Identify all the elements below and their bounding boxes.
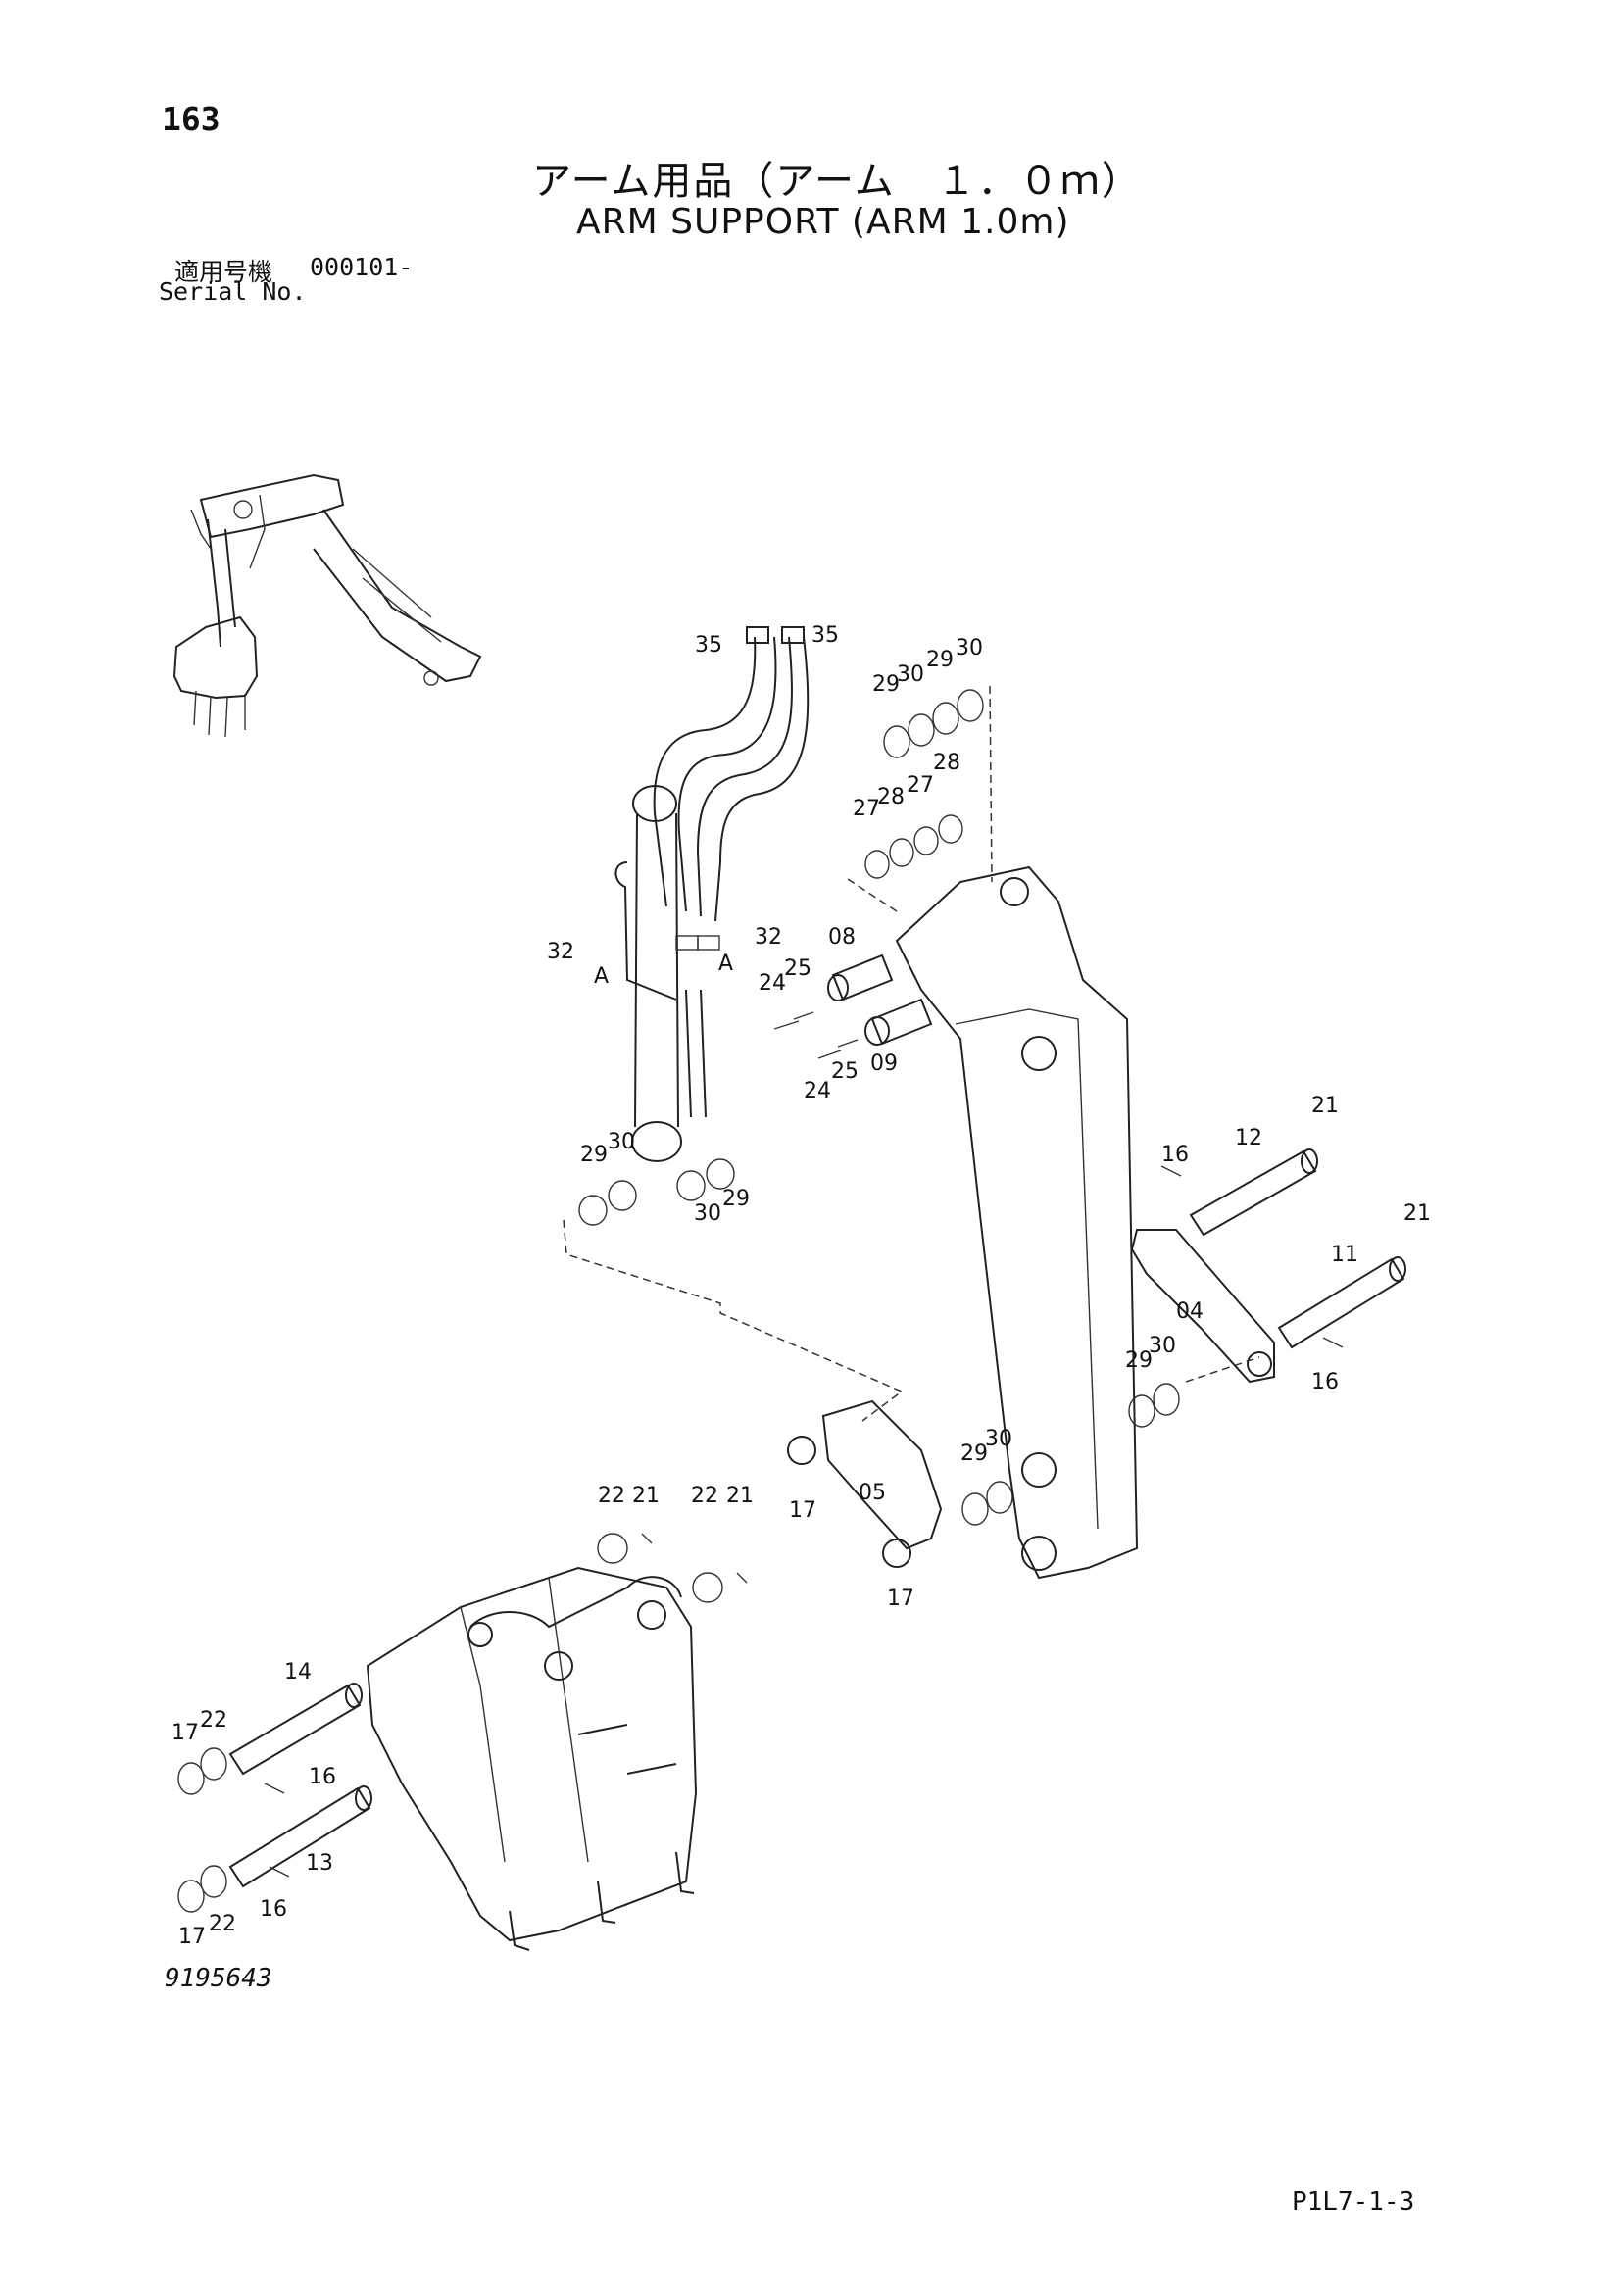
- callout-label: 25: [784, 956, 811, 981]
- callout-label: 17: [178, 1925, 206, 1949]
- callout-label: 35: [811, 623, 839, 648]
- callout-label: 30: [897, 662, 924, 687]
- bucket: [366, 1566, 698, 1951]
- callout-label: 32: [755, 925, 782, 950]
- callout-label: 08: [828, 925, 856, 950]
- callout-label: 16: [1161, 1143, 1189, 1167]
- washers-group: [578, 689, 1180, 1526]
- callout-label: 13: [306, 1851, 333, 1876]
- callout-label: 28: [933, 751, 960, 775]
- callout-label: A: [594, 964, 609, 989]
- callout-label: 24: [804, 1079, 831, 1103]
- page-number: 163: [162, 100, 221, 138]
- page-title-japanese: アーム用品（アーム １．０ｍ）: [532, 159, 1143, 204]
- callout-label: 22: [209, 1912, 236, 1936]
- serial-label-japanese: 適用号機: [174, 258, 273, 286]
- callout-label: 22: [691, 1484, 718, 1508]
- page-title-english: ARM SUPPORT (ARM 1.0m): [576, 202, 1070, 242]
- callout-label: 29: [1125, 1348, 1153, 1373]
- excavator-overview-drawing: [172, 473, 482, 738]
- callout-label: 22: [598, 1484, 625, 1508]
- callout-label: 22: [200, 1708, 227, 1733]
- callout-label: 21: [726, 1484, 754, 1508]
- callout-label: 27: [853, 797, 880, 821]
- callout-label: 14: [284, 1660, 312, 1685]
- callout-label: 17: [789, 1498, 816, 1523]
- serial-label-english: Serial No.: [159, 277, 307, 306]
- callout-label: 29: [722, 1187, 750, 1211]
- arm-cylinder: [614, 785, 720, 1162]
- bushings: [773, 953, 933, 1059]
- bucket-pins: [177, 1533, 748, 1913]
- page-code: P1L7-1-3: [1292, 2187, 1415, 2217]
- callout-label: 30: [608, 1130, 635, 1154]
- callout-labels: 35 35 29 30 29 30 27 28 27 28 32 A 32 A …: [172, 623, 1431, 1949]
- pins-and-links: [787, 1148, 1406, 1568]
- callout-label: 27: [907, 773, 934, 798]
- serial-number-value: 000101-: [310, 253, 414, 281]
- callout-label: 32: [547, 940, 574, 964]
- callout-label: 25: [831, 1059, 859, 1084]
- drawing-number: 9195643: [165, 1964, 272, 1993]
- hydraulic-hoses: [653, 626, 810, 922]
- callout-label: 29: [872, 672, 900, 697]
- callout-label: 05: [859, 1481, 886, 1505]
- callout-label: 28: [877, 785, 905, 809]
- callout-label: 30: [1149, 1334, 1176, 1358]
- callout-label: 17: [172, 1721, 199, 1745]
- callout-label: 35: [695, 633, 722, 658]
- callout-label: 11: [1331, 1243, 1358, 1267]
- callout-label: 12: [1235, 1126, 1262, 1150]
- callout-label: 16: [309, 1765, 336, 1789]
- leader-lines: [563, 685, 1260, 1422]
- callout-label: 30: [956, 636, 983, 660]
- callout-label: 04: [1176, 1299, 1204, 1324]
- arm-body: [895, 865, 1139, 1580]
- callout-label: 21: [632, 1484, 660, 1508]
- callout-label: 30: [985, 1427, 1012, 1451]
- callout-label: 29: [960, 1441, 988, 1466]
- callout-label: A: [718, 952, 733, 976]
- callout-label: 29: [580, 1143, 608, 1167]
- callout-label: 16: [260, 1897, 287, 1922]
- callout-label: 17: [887, 1587, 914, 1611]
- callout-label: 16: [1311, 1370, 1339, 1394]
- callout-label: 21: [1311, 1094, 1339, 1118]
- callout-label: 21: [1403, 1201, 1431, 1226]
- callout-label: 29: [926, 648, 954, 672]
- callout-label: 09: [870, 1051, 898, 1076]
- callout-label: 30: [694, 1201, 721, 1226]
- callout-label: 24: [759, 971, 786, 996]
